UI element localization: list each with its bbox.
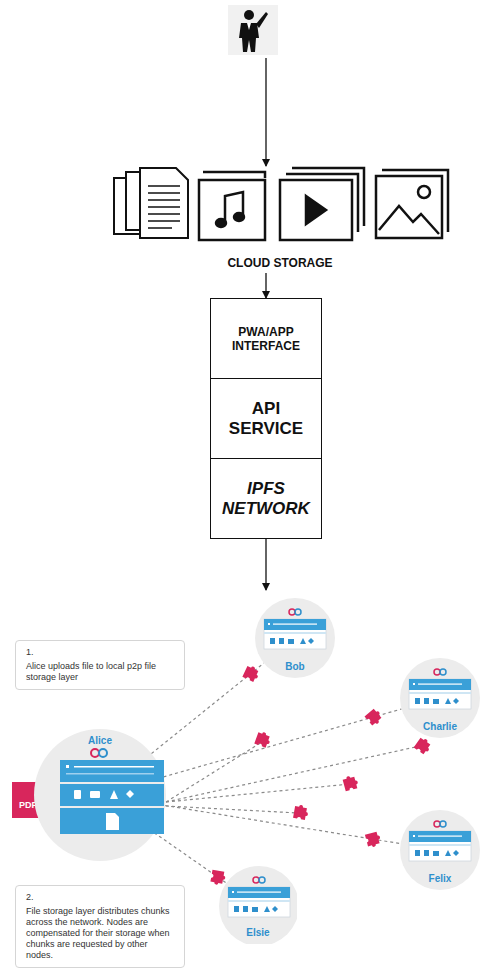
callout-number: 2. (26, 892, 174, 903)
callout-box: 2. File storage layer distributes chunks … (15, 885, 185, 968)
layer-box: API SERVICE (210, 378, 322, 459)
puzzle-piece (210, 870, 226, 886)
peer-name: Charlie (423, 721, 457, 732)
peer-name: Elsie (246, 927, 269, 938)
peer-node: Elsie (219, 866, 297, 944)
chunk-lines (166, 742, 420, 813)
callout-number: 1. (26, 647, 174, 658)
chunk-link (163, 709, 401, 777)
box-label: CLOUD STORAGE (110, 256, 450, 270)
peer-node: Bob (255, 598, 335, 678)
puzzle-piece (365, 831, 382, 848)
music-icon (199, 172, 265, 240)
peer-name: Felix (429, 873, 452, 884)
flow-arrow (265, 58, 266, 166)
layer-box: IPFS NETWORK (210, 458, 322, 539)
layer-box: PWA/APP INTERFACE (210, 298, 322, 379)
video-icon (280, 168, 364, 240)
puzzle-piece (365, 707, 385, 727)
flow-arrow (265, 539, 266, 590)
image-icon (376, 170, 448, 238)
callout-text: Alice uploads file to local p2p file sto… (26, 661, 174, 683)
person-icon (228, 5, 278, 55)
peer-node: Alice (34, 729, 166, 861)
peer-name: Alice (88, 735, 112, 746)
group-caption: CLOUD STORAGE (110, 256, 450, 270)
box-label: API SERVICE (215, 399, 317, 439)
documents-icon (114, 168, 188, 238)
peer-name: Bob (285, 661, 304, 672)
peer-node: Felix (400, 810, 480, 890)
flow-arrow (265, 273, 266, 298)
callout-box: 1. Alice uploads file to local p2p file s… (15, 640, 185, 690)
peer-node: Charlie (400, 658, 480, 738)
chunk-link (165, 806, 400, 844)
peer-circle (34, 729, 166, 861)
box-label: IPFS NETWORK (215, 479, 317, 519)
box-label: PWA/APP INTERFACE (215, 325, 317, 353)
puzzle-piece (242, 664, 261, 683)
callout-text: File storage layer distributes chunks ac… (26, 906, 174, 961)
